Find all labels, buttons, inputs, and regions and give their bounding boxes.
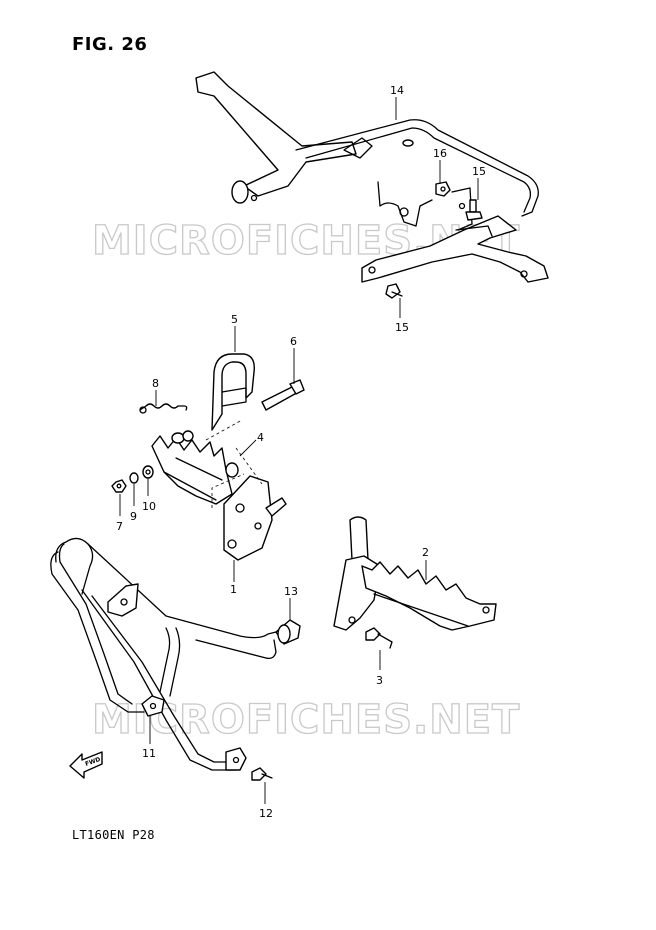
callout-15-lower: 15 [395,321,409,334]
callout-16: 16 [433,147,447,160]
callout-1: 1 [230,583,237,596]
forward-badge-label: FWD [84,756,101,768]
watermark-bottom: MICROFICHES.NET [92,697,520,743]
callout-13: 13 [284,585,298,598]
callout-8: 8 [152,377,159,390]
callout-5: 5 [231,313,238,326]
forward-arrow-icon: FWD [69,751,103,779]
callout-6: 6 [290,335,297,348]
callout-3: 3 [376,674,383,687]
callout-15-upper: 15 [472,165,486,178]
callout-9: 9 [130,510,137,523]
rear-carrier-part-14 [195,71,549,299]
callout-10: 10 [142,500,156,513]
callout-12: 12 [259,807,273,820]
right-footpeg-part-2 [333,516,497,649]
callout-4: 4 [257,431,264,444]
figure-title: FIG. 26 [72,34,148,55]
leader-lines [119,97,479,804]
cap-part-13 [275,619,301,645]
document-code: LT160EN P28 [72,828,155,842]
left-step-assembly [111,353,305,561]
callout-numbers: 14 16 15 15 5 6 8 4 7 9 10 1 2 13 3 11 1… [116,84,486,820]
callout-14: 14 [390,84,404,97]
callout-2: 2 [422,546,429,559]
callout-11: 11 [142,747,156,760]
callout-7: 7 [116,520,123,533]
front-guard-part-11 [50,537,277,781]
